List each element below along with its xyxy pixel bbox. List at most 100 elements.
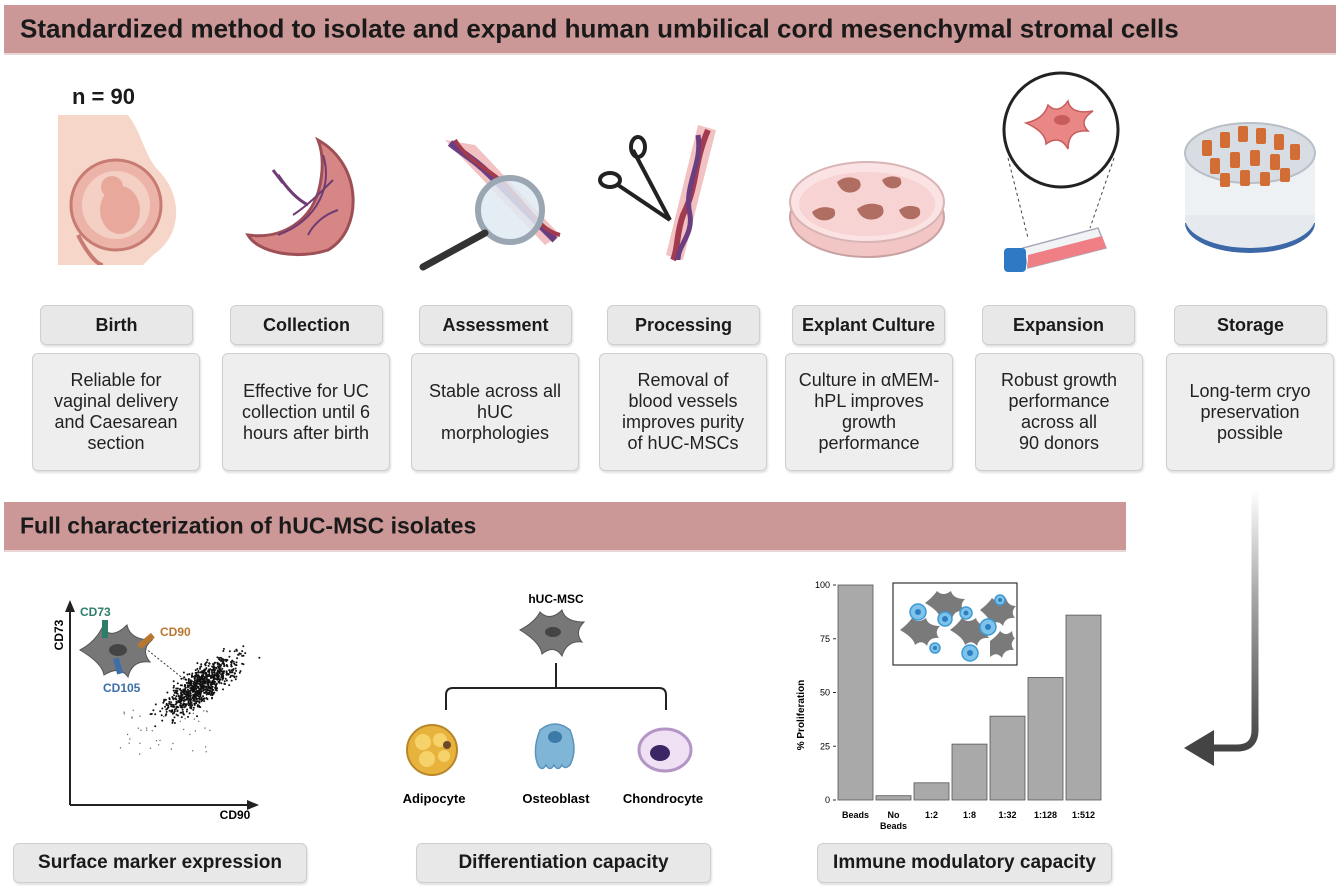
scatter-point	[186, 692, 189, 695]
scatter-point	[206, 698, 209, 701]
scatter-point	[186, 684, 189, 687]
scatter-point	[183, 699, 186, 702]
scatter-point	[177, 695, 180, 698]
scatter-point	[179, 696, 182, 699]
scatter-point	[224, 658, 227, 661]
scatter-point	[173, 694, 175, 697]
scatter-point	[170, 710, 173, 713]
scatter-point	[176, 692, 179, 695]
section2-banner: Full characterization of hUC-MSC isolate…	[4, 502, 1126, 552]
scatter-point	[197, 682, 200, 685]
scatter-point	[175, 700, 178, 703]
scatter-point	[197, 671, 200, 674]
x-tick-label: 1:2	[925, 810, 938, 820]
scatter-point	[186, 688, 189, 691]
scatter-point	[194, 700, 197, 703]
step-storage-header: Storage	[1174, 305, 1327, 345]
scatter-point	[224, 677, 227, 680]
chondrocyte-icon	[637, 727, 693, 773]
scatter-point	[217, 677, 220, 680]
scatter-point	[199, 671, 202, 674]
scatter-point	[131, 717, 133, 719]
scatter-point	[222, 688, 224, 691]
scatter-point	[200, 696, 203, 699]
scatter-point	[182, 711, 184, 713]
scatter-point	[215, 682, 218, 685]
scatter-point	[222, 647, 225, 650]
scatter-point	[225, 664, 228, 667]
scatter-point	[195, 698, 198, 701]
scatter-point	[216, 656, 219, 659]
scatter-point	[171, 709, 174, 712]
scatter-point	[195, 687, 198, 690]
scatter-dots	[119, 645, 261, 755]
scissors-icon	[598, 125, 716, 262]
bar	[1027, 677, 1064, 801]
scatter-point	[139, 753, 141, 755]
scatter-point	[169, 703, 172, 706]
y-tick-label: 50	[820, 688, 830, 698]
scatter-point	[195, 675, 198, 678]
scatter-point	[209, 682, 212, 684]
scatter-point	[173, 716, 176, 719]
scatter-point	[214, 674, 217, 677]
scatter-point	[216, 669, 219, 672]
magnifier-cord-icon	[419, 138, 561, 271]
scatter-point	[189, 697, 192, 700]
scatter-point	[172, 697, 175, 700]
scatter-point	[242, 663, 245, 666]
scatter-point	[203, 669, 206, 672]
scatter-point	[182, 671, 185, 674]
scatter-point	[186, 708, 189, 711]
scatter-point	[205, 685, 208, 688]
scatter-point	[178, 701, 181, 704]
scatter-point	[212, 667, 215, 670]
scatter-point	[172, 704, 175, 706]
scatter-point	[185, 710, 188, 713]
scatter-point	[208, 680, 211, 683]
scatter-point	[123, 711, 125, 713]
scatter-point	[215, 685, 217, 688]
scatter-point	[189, 689, 192, 692]
scatter-point	[168, 700, 171, 703]
cd90-label: CD90	[160, 625, 191, 639]
scatter-point	[205, 690, 207, 693]
scatter-point	[185, 681, 188, 684]
scatter-point	[126, 733, 129, 736]
scatter-point	[211, 673, 214, 676]
scatter-point	[176, 687, 179, 690]
scatter-point	[195, 673, 198, 676]
scatter-point	[228, 655, 231, 658]
scatter-point	[180, 699, 183, 702]
step-storage-description: Long-term cryo preservation possible	[1166, 353, 1334, 471]
scatter-point	[204, 688, 207, 691]
scatter-point	[202, 698, 205, 701]
scatter-point	[202, 695, 205, 698]
scatter-point	[215, 689, 218, 692]
scatter-point	[200, 690, 203, 693]
scatter-point	[193, 687, 196, 690]
chart-bars	[837, 584, 1102, 801]
scatter-point	[186, 698, 189, 701]
scatter-point	[170, 748, 173, 750]
bar	[837, 584, 874, 801]
scatter-point	[177, 714, 179, 717]
scatter-point	[193, 718, 196, 720]
scatter-point	[202, 675, 205, 677]
scatter-point	[176, 682, 179, 685]
scatter-point	[201, 682, 204, 685]
scatter-point	[229, 671, 232, 674]
scatter-point	[181, 708, 184, 711]
scatter-point	[173, 684, 175, 687]
scatter-point	[164, 705, 166, 708]
petri-dish-icon	[789, 161, 945, 258]
scatter-point	[119, 747, 122, 749]
scatter-point	[160, 714, 163, 717]
scatter-point	[192, 706, 195, 709]
scatter-point	[230, 669, 233, 672]
scatter-point	[225, 671, 228, 674]
scatter-point	[185, 690, 188, 693]
scatter-point	[171, 720, 174, 722]
scatter-point	[239, 652, 242, 655]
